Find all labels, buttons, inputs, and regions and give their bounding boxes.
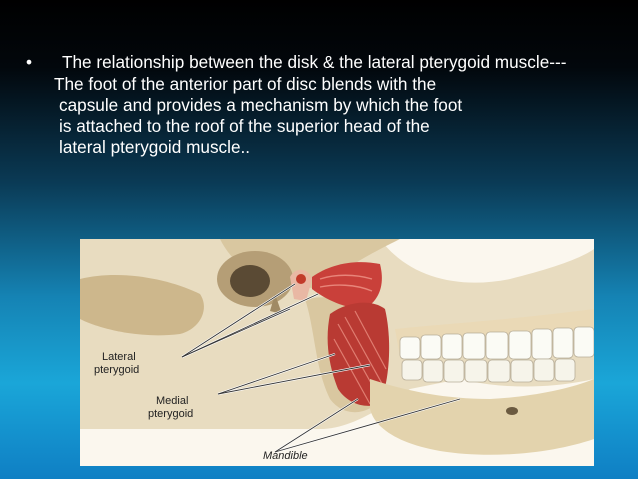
paragraph-line: is attached to the roof of the superior …	[59, 116, 430, 136]
body-paragraph: The foot of the anterior part of disc bl…	[54, 74, 616, 158]
paragraph-line: lateral pterygoid muscle..	[59, 137, 251, 157]
bullet-icon: •	[26, 52, 33, 72]
bullet-text: The relationship between the disk & the …	[62, 52, 567, 72]
label-lateral-pterygoid-line1: Lateral	[102, 351, 136, 363]
jaw-muscle-diagram: Lateral pterygoid Medial pterygoid Mandi…	[80, 239, 594, 466]
label-mandible: Mandible	[263, 450, 308, 462]
label-medial-pterygoid-line1: Medial	[156, 395, 188, 407]
label-medial-pterygoid-line2: pterygoid	[148, 408, 193, 420]
paragraph-line: The foot of the anterior part of disc bl…	[54, 74, 437, 94]
paragraph-line: capsule and provides a mechanism by whic…	[59, 95, 463, 115]
slide-text: • The relationship between the disk & th…	[26, 52, 616, 158]
bullet-point: • The relationship between the disk & th…	[26, 52, 616, 73]
anatomy-illustration: Lateral pterygoid Medial pterygoid Mandi…	[80, 239, 594, 466]
label-lateral-pterygoid-line2: pterygoid	[94, 364, 139, 376]
